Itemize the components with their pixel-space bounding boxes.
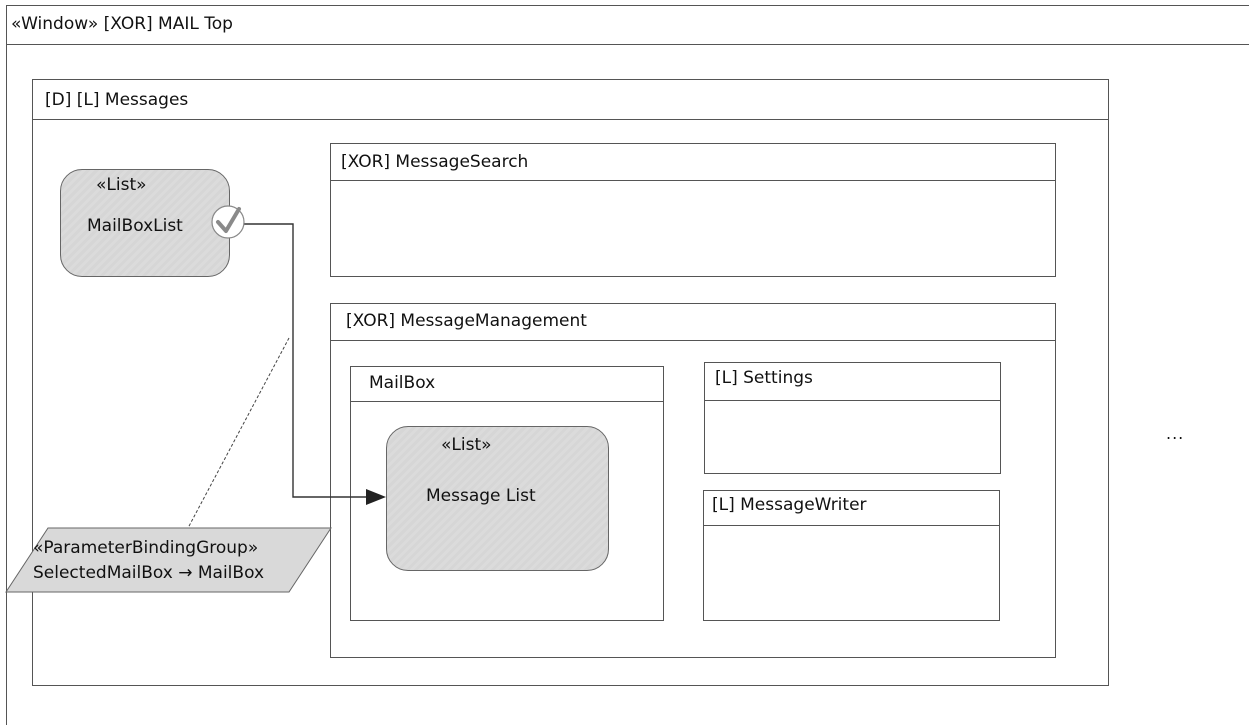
more-ellipsis: ... (1166, 424, 1185, 443)
check-icon (211, 205, 245, 239)
selection-connector (244, 223, 366, 498)
parameter-binding-group-shape (5, 527, 332, 593)
connector-arrowhead (366, 489, 386, 505)
mailbox-list-name: MailBoxList (87, 216, 183, 236)
message-writer-title: [L] MessageWriter (704, 491, 999, 526)
mailbox-list-stereotype: «List» (96, 175, 147, 195)
binding-dashed-line (187, 337, 290, 529)
mailbox-list-node[interactable]: «List» MailBoxList (60, 169, 230, 277)
settings-title: [L] Settings (705, 363, 1000, 401)
message-search-container[interactable]: [XOR] MessageSearch (330, 143, 1056, 277)
message-writer-container[interactable]: [L] MessageWriter (703, 490, 1000, 621)
messages-title: [D] [L] Messages (33, 80, 1108, 120)
settings-container[interactable]: [L] Settings (704, 362, 1001, 474)
parameter-binding-stereotype: «ParameterBindingGroup» (33, 538, 259, 558)
window-title: «Window» [XOR] MAIL Top (7, 6, 1249, 45)
message-management-title: [XOR] MessageManagement (331, 304, 1055, 341)
message-list-name: Message List (426, 486, 536, 506)
message-search-title: [XOR] MessageSearch (331, 144, 1055, 181)
message-list-stereotype: «List» (441, 435, 492, 455)
parameter-binding-mapping: SelectedMailBox → MailBox (33, 563, 265, 583)
message-list-node[interactable]: «List» Message List (386, 426, 609, 571)
mailbox-title: MailBox (351, 367, 663, 402)
